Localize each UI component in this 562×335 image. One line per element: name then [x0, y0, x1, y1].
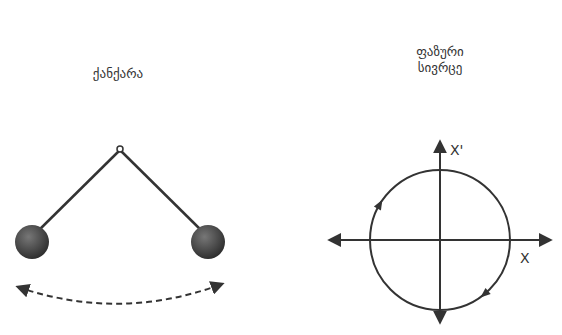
orbit-arrow	[374, 200, 383, 211]
pendulum-rod	[120, 150, 206, 235]
phase-space-title: ფაზური სივრცე	[398, 44, 482, 75]
pendulum-bob	[15, 225, 49, 259]
pendulum-rod	[34, 150, 120, 235]
pendulum-title: ქანქარა	[63, 66, 173, 82]
axis-label: X	[520, 250, 530, 267]
orbit	[370, 170, 510, 310]
swing-arc	[18, 284, 222, 304]
position-axis	[330, 239, 550, 241]
axis-label: X'	[450, 142, 463, 159]
pivot	[117, 146, 123, 152]
pendulum	[15, 146, 225, 304]
pendulum-bob	[191, 225, 225, 259]
phase-portrait	[330, 142, 550, 322]
orbit-arrow	[480, 288, 490, 298]
